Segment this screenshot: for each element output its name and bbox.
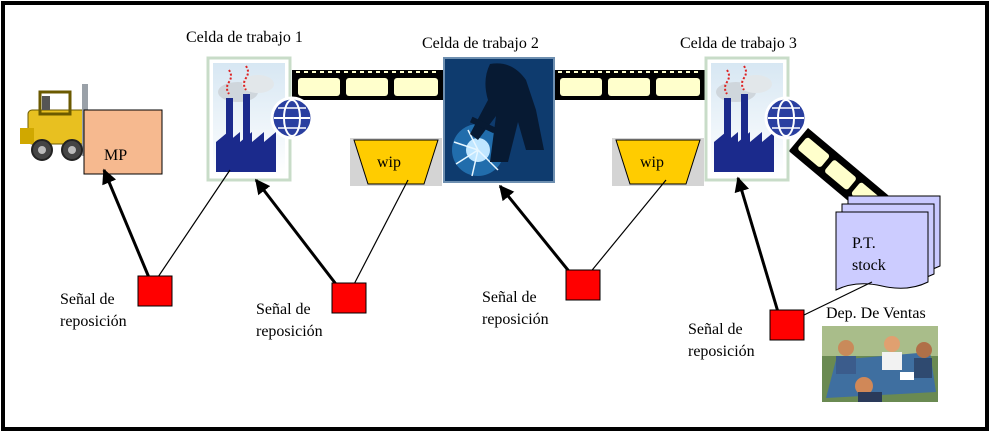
sales-department-label: Dep. De Ventas bbox=[826, 305, 926, 322]
wip-label-1: wip bbox=[377, 154, 401, 171]
arrow-to-cell-3 bbox=[734, 176, 780, 313]
svg-text:Señal de: Señal de bbox=[60, 291, 115, 308]
replenishment-signal-1 bbox=[137, 275, 173, 307]
cell-title-1: Celda de trabajo 1 bbox=[186, 29, 303, 46]
svg-text:reposición: reposición bbox=[688, 343, 755, 360]
svg-text:reposición: reposición bbox=[482, 311, 549, 328]
svg-text:reposición: reposición bbox=[60, 313, 127, 330]
signal-lines bbox=[155, 169, 873, 316]
factory-icon bbox=[704, 56, 790, 182]
welder-icon bbox=[443, 57, 555, 183]
cell-title-3: Celda de trabajo 3 bbox=[680, 35, 797, 52]
conveyor-belt-1-2 bbox=[292, 70, 444, 100]
arrow-to-mp bbox=[102, 168, 152, 281]
replenishment-signal-3 bbox=[565, 269, 601, 301]
svg-text:Señal de: Señal de bbox=[688, 321, 743, 338]
svg-text:Señal de: Señal de bbox=[256, 301, 311, 318]
raw-material-box: MP bbox=[83, 109, 163, 175]
finished-goods-label-line1: P.T. bbox=[852, 235, 876, 252]
meeting-icon bbox=[822, 326, 938, 402]
cell-title-2: Celda de trabajo 2 bbox=[422, 35, 539, 52]
wip-label-2: wip bbox=[640, 154, 664, 171]
globe-icon bbox=[764, 96, 808, 140]
svg-text:Señal de: Señal de bbox=[482, 289, 537, 306]
arrow-to-cell-2 bbox=[498, 184, 578, 281]
signal-label-1: Señal de reposición bbox=[60, 291, 127, 330]
signal-label-3: Señal de reposición bbox=[482, 289, 549, 328]
wip-buffer-2: wip bbox=[612, 138, 704, 186]
replenishment-signal-2 bbox=[331, 282, 367, 314]
arrow-to-cell-1 bbox=[254, 178, 344, 293]
finished-goods-stock: P.T. stock bbox=[835, 195, 941, 291]
replenishment-arrows bbox=[102, 168, 780, 313]
finished-goods-label-line2: stock bbox=[852, 257, 886, 274]
signal-label-4: Señal de reposición bbox=[688, 321, 755, 360]
factory-icon bbox=[206, 56, 292, 182]
wip-buffer-1: wip bbox=[350, 138, 442, 186]
signal-label-2: Señal de reposición bbox=[256, 301, 323, 340]
conveyor-belt-2-3 bbox=[554, 70, 706, 100]
replenishment-signal-4 bbox=[769, 309, 805, 341]
raw-material-label: MP bbox=[104, 147, 127, 164]
svg-text:reposición: reposición bbox=[256, 323, 323, 340]
globe-icon bbox=[270, 96, 314, 140]
